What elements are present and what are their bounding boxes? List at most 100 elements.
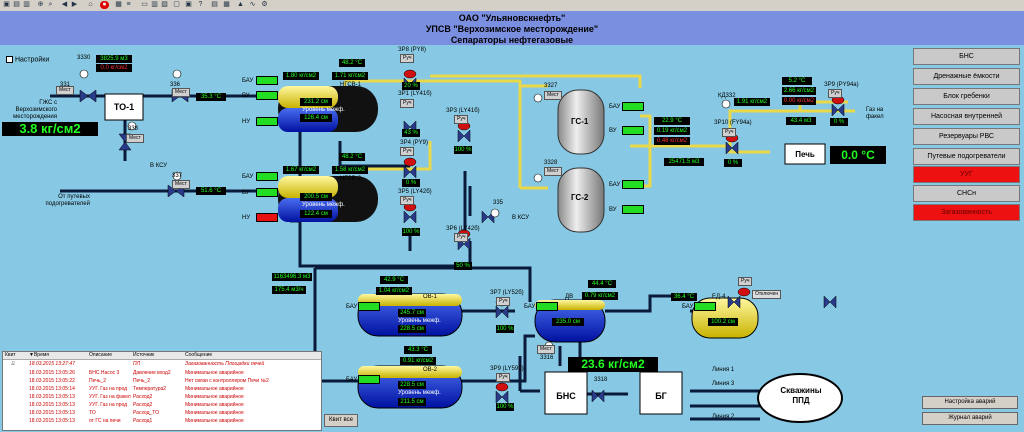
table-row[interactable]: 18.03.2015 13:05:26 БНС.Насос 3 Давление… [29, 370, 244, 376]
alarm-settings-button[interactable]: Настройка аварий [922, 396, 1018, 409]
to-ksu-label: В КСУ [150, 163, 168, 169]
ov-flow2: 175.4 м3/ч [272, 286, 306, 294]
zr7-mode[interactable]: Руч [496, 297, 511, 306]
zr3-pct: 100 % [454, 146, 472, 154]
zr9-mode[interactable]: Руч [496, 373, 511, 382]
zr10-mode[interactable]: Руч [722, 128, 737, 137]
bns-label[interactable]: БНС [556, 391, 576, 401]
stop-icon[interactable]: ● [100, 1, 109, 9]
ed4-bau: БАУ [682, 304, 694, 310]
ngsv1-name: НГСВ-1 [340, 82, 361, 88]
print-icon[interactable]: ▥ [23, 1, 30, 8]
gs2-local-mode[interactable]: Мест [544, 167, 562, 176]
fullscreen-icon[interactable]: ▢ [173, 1, 180, 8]
col-desc[interactable]: Описание [89, 352, 113, 358]
grid-icon[interactable]: ▦ [115, 1, 122, 8]
forward-icon[interactable]: ▶ [71, 1, 78, 8]
sidebar-item-tanks[interactable]: Резервуары РВС [913, 128, 1020, 145]
back-icon[interactable]: ◀ [61, 1, 68, 8]
col-message[interactable]: Сообщение [185, 352, 213, 358]
zr3-mode[interactable]: Руч [454, 115, 469, 124]
table-row[interactable]: ☑ 18.03.2015 13:27:47 ПЛ Загазованность … [11, 361, 265, 367]
zr10-pct: 0 % [724, 159, 742, 167]
sidebar-item-uug[interactable]: УУГ [913, 166, 1020, 183]
home-icon[interactable]: ⌂ [88, 1, 93, 8]
table-row[interactable]: 18.03.2015 13:05:14 УУГ. Газ на прод Тем… [29, 386, 244, 392]
local-mode-337[interactable]: Мест [172, 180, 190, 189]
furnace-label[interactable]: Печь [795, 150, 815, 159]
alarm-icon[interactable]: ▲ [237, 1, 244, 8]
settings-checkbox[interactable]: Настройки [6, 56, 49, 63]
gs2-bau-indicator [622, 180, 644, 189]
bns-local-mode[interactable]: Мест [537, 345, 555, 354]
gs1-local-mode[interactable]: Мест [544, 91, 562, 100]
zr3-tag: ЗР3 (LY41б) [446, 108, 480, 114]
gs1-bau: БАУ [609, 104, 621, 110]
window-icon[interactable]: ▭ [141, 1, 148, 8]
tag-3318: 3318 [594, 377, 608, 383]
ov2-level-label: Уровень межф. [398, 390, 441, 396]
bg-label[interactable]: БГ [655, 391, 667, 401]
zr9-pct: 100 % [496, 403, 514, 411]
alarm-journal-button[interactable]: Журнал аварий [922, 412, 1018, 425]
gs1-tag: 3327 [544, 83, 558, 89]
trend-icon[interactable]: ∿ [249, 1, 256, 8]
zr6-mode[interactable]: Руч [454, 233, 469, 242]
ngsv1-bau-indicator [256, 76, 278, 85]
table-row[interactable]: 18.03.2015 13:05:22 Печь_2 Печь_2 Нет св… [29, 378, 269, 384]
cascade-icon[interactable]: ▧ [161, 1, 168, 8]
sidebar-item-drainage[interactable]: Дренажные ёмкости [913, 68, 1020, 85]
gs1-press2: 0.19 кг/см2 [654, 127, 690, 135]
help-icon[interactable]: ? [198, 1, 203, 8]
table-row[interactable]: 18.03.2015 13:05:13 УУГ. Газ на факел Ра… [29, 394, 244, 400]
table-row[interactable]: 18.03.2015 13:05:13 от ГС на печи Расход… [29, 418, 244, 424]
line2-label: Линия 2 [712, 414, 735, 420]
zr5-mode[interactable]: Руч [400, 196, 415, 205]
sidebar-item-bns[interactable]: БНС [913, 48, 1020, 65]
col-time[interactable]: ▼Время [29, 352, 49, 358]
chart-icon[interactable]: ▤ [211, 1, 218, 8]
wells-label[interactable]: Скважины ППД [780, 386, 822, 405]
sidebar-item-heaters[interactable]: Путевые подогреватели [913, 148, 1020, 165]
sidebar-item-gas-contamination[interactable]: Загазованность [913, 204, 1020, 221]
zr7-pct: 100 % [496, 325, 514, 333]
open-icon[interactable]: ▣ [3, 1, 10, 8]
table-row[interactable]: 18.03.2015 13:05:13 УУГ. Газ на прод Рас… [29, 402, 244, 408]
local-mode-338[interactable]: Мест [126, 134, 144, 143]
ed4-mode[interactable]: Руч [738, 277, 753, 286]
sidebar-item-pump-station[interactable]: Насосная внутренней перекачки [913, 108, 1020, 135]
zr8-mode[interactable]: Руч [400, 54, 415, 63]
save-icon[interactable]: ▤ [13, 1, 20, 8]
to1-label[interactable]: ТО-1 [113, 102, 135, 112]
zr1-mode[interactable]: Руч [400, 99, 415, 108]
zr1-tag: ЗР1 (LY41б) [398, 91, 432, 97]
inlet-caption: ГЖС с Верхозимского месторождения [13, 100, 57, 120]
table-row[interactable]: 18.03.2015 13:05:13 ТО Расход_ТО Минимал… [29, 410, 244, 416]
list-icon[interactable]: ≡ [126, 1, 131, 8]
col-source[interactable]: Источник [133, 352, 155, 358]
report-icon[interactable]: ▦ [223, 1, 230, 8]
tile-icon[interactable]: ▥ [151, 1, 158, 8]
ov2-bau: БАУ [346, 377, 358, 383]
gs1-name: ГС-1 [571, 117, 589, 126]
zoom-icon[interactable]: ⊕ [37, 1, 44, 8]
local-mode-336[interactable]: Мест [172, 88, 190, 97]
sidebar-item-snsn[interactable]: СНСн [913, 185, 1020, 202]
gas-temp: 5.2 °C [782, 77, 812, 85]
monitor-icon[interactable]: ▣ [185, 1, 192, 8]
zr5-pct: 100 % [402, 228, 420, 236]
local-mode-331[interactable]: Мест [56, 86, 74, 95]
sidebar-item-manifold[interactable]: Блок гребенки [913, 88, 1020, 105]
zr4-mode[interactable]: Руч [400, 147, 415, 156]
col-ack[interactable]: Квит [5, 352, 16, 358]
flow-330: 3825.9 м3 [96, 55, 132, 63]
gs1-vu: ВУ [609, 128, 617, 134]
zr5-tag: ЗР5 (LY42б) [398, 189, 432, 195]
zr9b-pct: 0 % [830, 118, 848, 126]
settings-icon[interactable]: ⚙ [261, 1, 268, 8]
ack-check-icon[interactable]: ☑ [11, 361, 16, 367]
search-icon[interactable]: ⌕ [48, 1, 53, 8]
zr9b-mode[interactable]: Руч [828, 89, 843, 98]
zr6-pct: 50 % [454, 262, 472, 270]
ack-all-button[interactable]: Квит все [324, 414, 358, 427]
